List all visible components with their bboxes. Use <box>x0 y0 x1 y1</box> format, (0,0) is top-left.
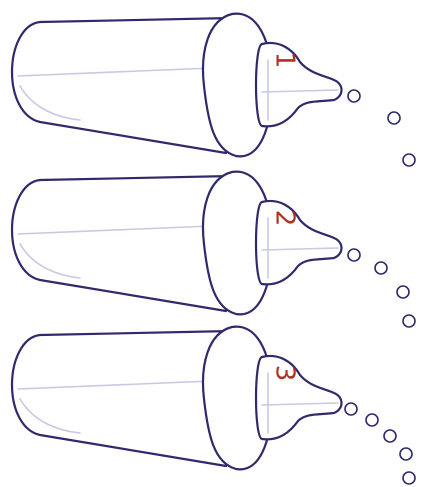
bottle-inner-line <box>17 380 213 434</box>
milk-drop <box>374 261 388 275</box>
teat-inner-line <box>261 372 339 434</box>
bottle-teat <box>254 354 343 441</box>
milk-drop <box>402 471 416 485</box>
bottle-inner-line <box>17 225 213 279</box>
milk-drop <box>347 248 361 262</box>
bottle-body <box>10 16 234 155</box>
milk-drop <box>344 402 358 416</box>
bottle-body <box>10 329 234 468</box>
milk-drop <box>399 447 413 461</box>
milk-drop <box>387 111 401 125</box>
milk-drop <box>365 413 379 427</box>
bottle-teat <box>254 41 343 128</box>
teat-inner-line <box>261 217 339 279</box>
milk-drop <box>396 285 410 299</box>
bottle-body <box>10 174 234 313</box>
bottle-2: 2 <box>10 170 416 328</box>
milk-drop <box>402 314 416 328</box>
bottle-number-label: 1 <box>270 52 300 69</box>
bottle-teat <box>254 199 343 286</box>
bottle-inner-line <box>17 67 213 121</box>
milk-drop <box>347 89 361 103</box>
bottle-number-label: 3 <box>270 365 300 382</box>
milk-drop <box>383 429 397 443</box>
teat-inner-line <box>261 59 339 121</box>
bottle-3: 3 <box>10 325 416 485</box>
bottle-1: 1 <box>10 12 416 167</box>
bottle-number-label: 2 <box>270 210 300 227</box>
milk-drop <box>402 153 416 167</box>
